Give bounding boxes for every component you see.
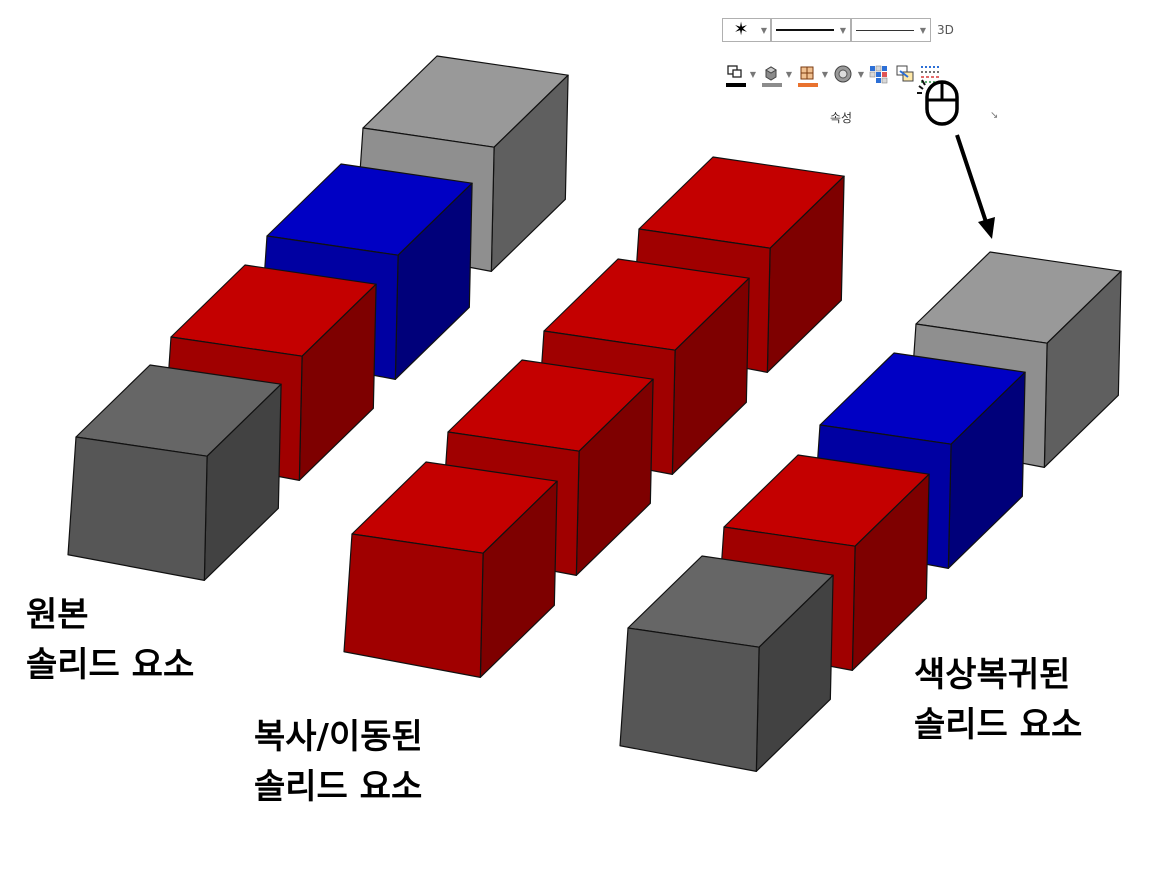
caption-restored-solid: 색상복귀된 솔리드 요소 (914, 650, 1082, 750)
properties-group-label: 속성 (830, 111, 853, 125)
solid-cube-dark-gray[interactable] (619, 555, 834, 772)
copy-attributes-icon (896, 65, 914, 82)
cube-group-copied (343, 156, 845, 678)
cube-front-face (67, 436, 208, 581)
point-color-icon (727, 65, 742, 78)
toolbar-row-color-tools: ▼ ▼ ▼ ▼ (722, 60, 944, 88)
solid-cube-red[interactable] (343, 461, 558, 678)
point-style-symbol: ✶ (733, 19, 749, 40)
mode-3d-label[interactable]: 3D (937, 23, 954, 37)
caption-copied-line2: 솔리드 요소 (254, 767, 423, 807)
chevron-down-icon: ▼ (760, 25, 768, 35)
cube-group-restored (619, 251, 1122, 772)
cube-front-face (619, 627, 760, 772)
caption-original-solid: 원본 솔리드 요소 (26, 590, 194, 690)
mouse-click-icon (917, 79, 959, 126)
chevron-down-icon[interactable]: ▼ (821, 69, 829, 79)
surface-color-button[interactable] (794, 60, 820, 88)
toolbar-row-line-style: ✶ ▼ ▼ ▼ 3D (722, 18, 954, 42)
solid-color-button[interactable] (758, 60, 784, 88)
pointer-arrow (955, 134, 995, 239)
caption-restored-line1: 색상복귀된 (914, 655, 1071, 695)
point-color-button[interactable] (722, 60, 748, 88)
caption-copied-line1: 복사/이동된 (254, 717, 423, 757)
texture-icon (834, 65, 852, 83)
chevron-down-icon: ▼ (919, 25, 927, 35)
dialog-launcher-icon[interactable]: ↘ (990, 110, 999, 121)
properties-toolbar: ✶ ▼ ▼ ▼ 3D ▼ ▼ (720, 14, 1010, 132)
cube-group-original (67, 55, 569, 581)
caption-original-line1: 원본 (26, 595, 89, 635)
chevron-down-icon: ▼ (839, 25, 847, 35)
solid-cube-red[interactable] (439, 359, 654, 576)
solid-color-icon (765, 66, 777, 81)
line-style-combo[interactable]: ▼ (851, 18, 931, 42)
chevron-down-icon[interactable]: ▼ (749, 69, 757, 79)
chevron-down-icon[interactable]: ▼ (785, 69, 793, 79)
surface-color-icon (800, 66, 814, 80)
solid-cube-dark-gray[interactable] (67, 364, 282, 581)
line-width-combo[interactable]: ▼ (771, 18, 851, 42)
caption-copied-solid: 복사/이동된 솔리드 요소 (254, 712, 423, 812)
chevron-down-icon[interactable]: ▼ (857, 69, 865, 79)
restore-color-button[interactable] (866, 60, 892, 88)
copy-attributes-button[interactable] (892, 60, 918, 88)
solid-cube-red[interactable] (630, 156, 845, 373)
caption-original-line2: 솔리드 요소 (26, 645, 195, 685)
line-width-sample (772, 29, 838, 31)
caption-restored-line2: 솔리드 요소 (914, 705, 1083, 745)
cube-front-face (343, 533, 484, 678)
restore-color-icon (869, 65, 888, 84)
point-style-combo[interactable]: ✶ ▼ (722, 18, 771, 42)
line-style-sample (852, 29, 918, 31)
texture-button[interactable] (830, 60, 856, 88)
